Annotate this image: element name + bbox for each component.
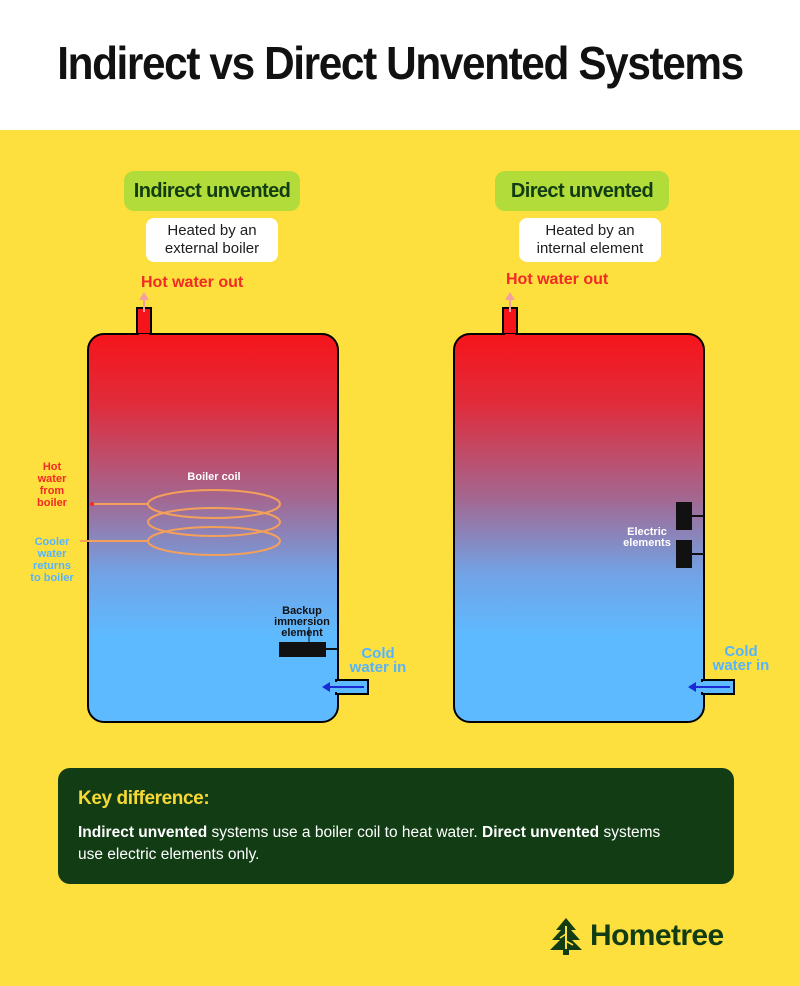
direct-cold-in-line2: water in [712, 657, 770, 674]
electric-element-top [676, 502, 692, 530]
backup-element-line3: element [281, 627, 323, 639]
direct-cold-in-line1: Cold [724, 643, 758, 660]
key-text-part2: systems use electric elements only. [78, 824, 661, 863]
cooler-returns-line4: to boiler [30, 572, 74, 584]
hot-from-boiler-line1: Hot [42, 461, 62, 473]
pipe-join [139, 334, 149, 338]
hot-inlet-dot [90, 502, 94, 506]
indirect-tank [80, 292, 369, 723]
electric-elements-line1: Electric [627, 526, 667, 538]
indirect-subtitle-line2: external boiler [164, 240, 260, 257]
cooler-returns-line3: returns [33, 560, 71, 572]
hot-from-boiler-line4: boiler [37, 497, 67, 509]
indirect-subtitle: Heated by an external boiler [146, 218, 278, 262]
indirect-heading: Indirect unvented [124, 171, 300, 211]
header: Indirect vs Direct Unvented Systems [0, 0, 800, 130]
backup-element-line2: immersion [274, 616, 330, 628]
key-bold-indirect: Indirect unvented [78, 824, 208, 841]
hot-from-boiler-line3: from [39, 485, 65, 497]
key-difference-title: Key difference: [78, 788, 210, 809]
brand-name: Hometree [590, 919, 724, 952]
hot-from-boiler-line2: water [37, 473, 67, 485]
cooler-returns-line1: Cooler [34, 536, 70, 548]
boiler-coil [80, 489, 281, 556]
backup-element-line1: Backup [282, 605, 322, 617]
direct-tank [453, 292, 735, 723]
key-text-part1: systems use a boiler coil to heat water. [207, 824, 483, 841]
page-title: Indirect vs Direct Unvented Systems [57, 37, 744, 89]
backup-element-label: Backup immersion element [266, 606, 338, 639]
cooler-returns-label: Cooler water returns to boiler [22, 536, 82, 584]
direct-subtitle-line2: internal element [536, 240, 644, 257]
boiler-coil-label: Boiler coil [187, 471, 241, 483]
backup-element [279, 642, 326, 657]
direct-hot-out-label: Hot water out [506, 271, 609, 288]
indirect-subtitle-line1: Heated by an [167, 222, 257, 239]
indirect-cold-in-line2: water in [349, 659, 407, 676]
hot-from-boiler-label: Hot water from boiler [26, 461, 78, 509]
cooler-returns-line2: water [37, 548, 67, 560]
hometree-logo: Hometree [548, 916, 724, 956]
direct-subtitle-line1: Heated by an [545, 222, 635, 239]
key-bold-direct: Direct unvented [482, 824, 600, 841]
direct-cold-in-label: Cold water in [707, 643, 775, 674]
indirect-hot-out-label: Hot water out [141, 274, 244, 291]
electric-elements-label: Electric elements [616, 527, 678, 549]
direct-subtitle: Heated by an internal element [519, 218, 661, 262]
electric-elements-line2: elements [623, 537, 671, 549]
indirect-cold-in-line1: Cold [361, 645, 395, 662]
indirect-cold-in-label: Cold water in [346, 645, 410, 676]
direct-tank-body [453, 333, 705, 723]
tree-icon [550, 918, 582, 955]
electric-element-bottom [676, 540, 692, 568]
direct-heading: Direct unvented [495, 171, 669, 211]
hot-out-arrowhead [139, 292, 149, 300]
key-difference-text: Indirect unvented systems use a boiler c… [78, 822, 678, 866]
key-difference-box: Key difference: Indirect unvented system… [58, 768, 734, 884]
